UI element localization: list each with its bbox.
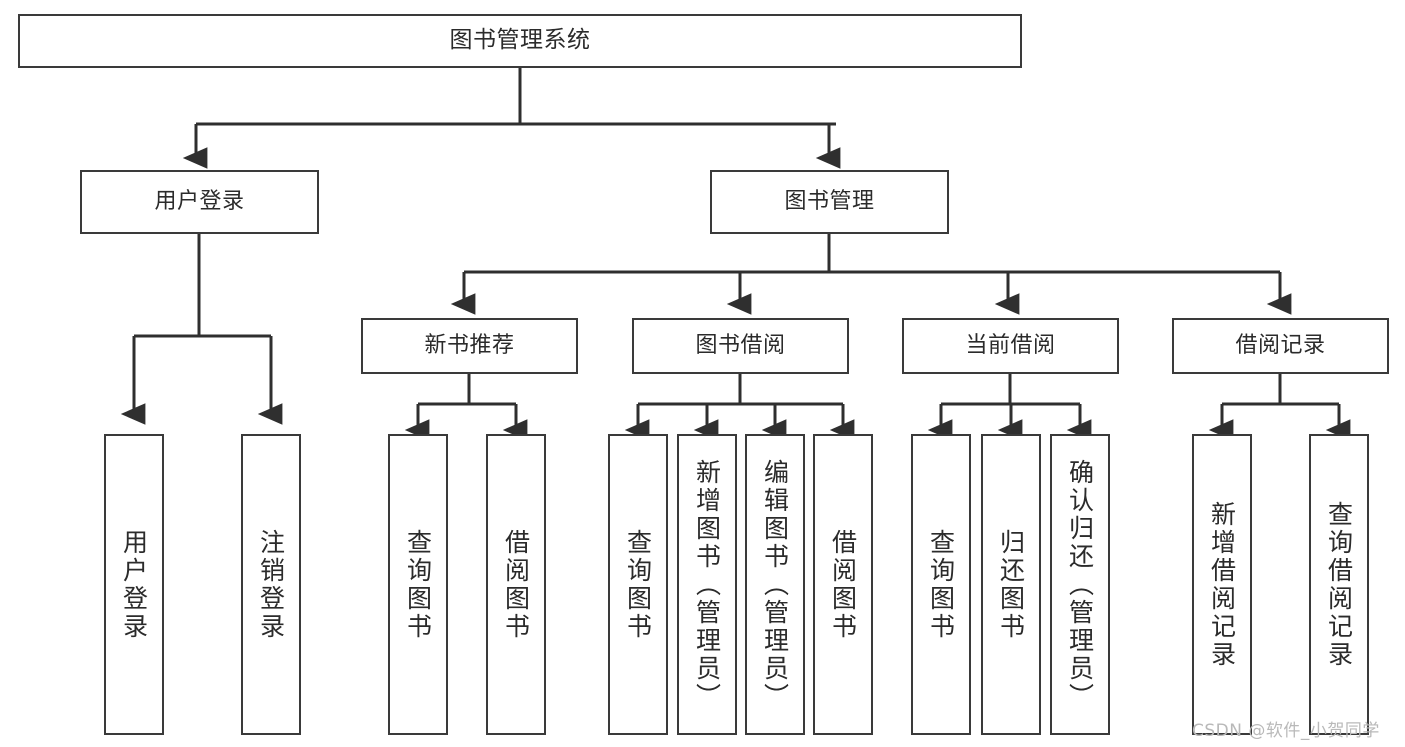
node-label: 用户登录 xyxy=(119,528,149,641)
node-book-management[interactable]: 图书管理 xyxy=(710,170,949,234)
leaf-current-return-book[interactable]: 归还图书 xyxy=(981,434,1041,735)
leaf-user-login-signin[interactable]: 用户登录 xyxy=(104,434,164,735)
leaf-records-query-record[interactable]: 查询借阅记录 xyxy=(1309,434,1369,735)
node-label: 查询图书 xyxy=(623,528,653,641)
node-label: 查询图书 xyxy=(926,528,956,641)
node-current-borrowing[interactable]: 当前借阅 xyxy=(902,318,1119,374)
node-label: 归还图书 xyxy=(996,528,1026,641)
leaf-borrow-add-book-admin[interactable]: 新增图书（管理员） xyxy=(677,434,737,735)
leaf-borrow-borrow-book[interactable]: 借阅图书 xyxy=(813,434,873,735)
leaf-current-confirm-return-admin[interactable]: 确认归还（管理员） xyxy=(1050,434,1110,735)
leaf-user-login-signout[interactable]: 注销登录 xyxy=(241,434,301,735)
node-label: 新书推荐 xyxy=(424,333,515,359)
leaf-new-book-borrow[interactable]: 借阅图书 xyxy=(486,434,546,735)
node-label: 当前借阅 xyxy=(965,333,1056,359)
node-label: 借阅记录 xyxy=(1235,333,1326,359)
node-user-login[interactable]: 用户登录 xyxy=(80,170,319,234)
node-new-book-recommendation[interactable]: 新书推荐 xyxy=(361,318,578,374)
leaf-records-add-record[interactable]: 新增借阅记录 xyxy=(1192,434,1252,735)
node-label: 借阅图书 xyxy=(828,528,858,641)
node-label: 用户登录 xyxy=(154,189,245,215)
node-label: 查询借阅记录 xyxy=(1324,500,1354,669)
leaf-new-book-query[interactable]: 查询图书 xyxy=(388,434,448,735)
node-label: 确认归还（管理员） xyxy=(1065,458,1095,711)
leaf-current-query-book[interactable]: 查询图书 xyxy=(911,434,971,735)
node-borrow-records[interactable]: 借阅记录 xyxy=(1172,318,1389,374)
node-book-borrowing[interactable]: 图书借阅 xyxy=(632,318,849,374)
leaf-borrow-query-book[interactable]: 查询图书 xyxy=(608,434,668,735)
leaf-borrow-edit-book-admin[interactable]: 编辑图书（管理员） xyxy=(745,434,805,735)
node-label: 借阅图书 xyxy=(501,528,531,641)
node-label: 查询图书 xyxy=(403,528,433,641)
node-label: 图书管理系统 xyxy=(449,27,591,54)
node-label: 注销登录 xyxy=(256,528,286,641)
node-label: 新增借阅记录 xyxy=(1207,500,1237,669)
node-label: 编辑图书（管理员） xyxy=(760,458,790,711)
node-label: 图书管理 xyxy=(784,189,875,215)
node-label: 图书借阅 xyxy=(695,333,786,359)
node-label: 新增图书（管理员） xyxy=(692,458,722,711)
node-root-book-management-system[interactable]: 图书管理系统 xyxy=(18,14,1022,68)
csdn-watermark: CSDN @软件_小贺同学 xyxy=(1192,721,1380,741)
